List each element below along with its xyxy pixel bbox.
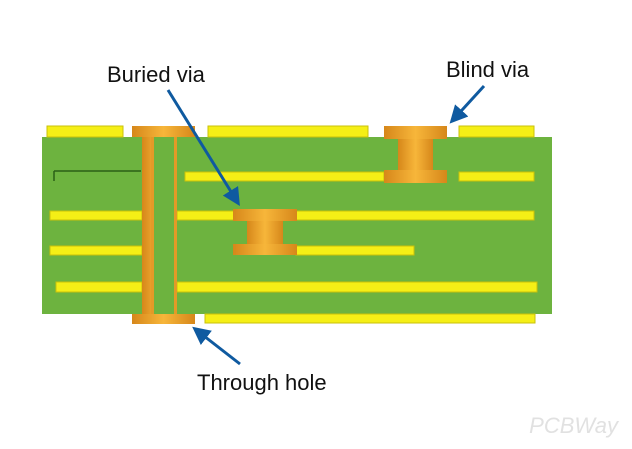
through-hole-via <box>132 126 195 324</box>
blind-via-label: Blind via <box>446 57 530 82</box>
blind-via-arrow <box>449 84 486 124</box>
buried-via <box>233 209 297 255</box>
through-hole-arrow <box>192 326 241 366</box>
top-copper-layer <box>46 125 535 138</box>
through-hole-label: Through hole <box>197 370 327 395</box>
buried-via-label: Buried via <box>107 62 205 87</box>
bottom-copper-layer <box>204 313 536 324</box>
inner-copper-layer-1 <box>53 170 535 182</box>
buried-via-arrow <box>166 89 240 207</box>
blind-via <box>384 126 447 183</box>
inner-copper-layer-4 <box>55 281 538 293</box>
watermark-logo: PCBWay <box>529 413 618 438</box>
inner-copper-layer-2 <box>49 210 535 221</box>
